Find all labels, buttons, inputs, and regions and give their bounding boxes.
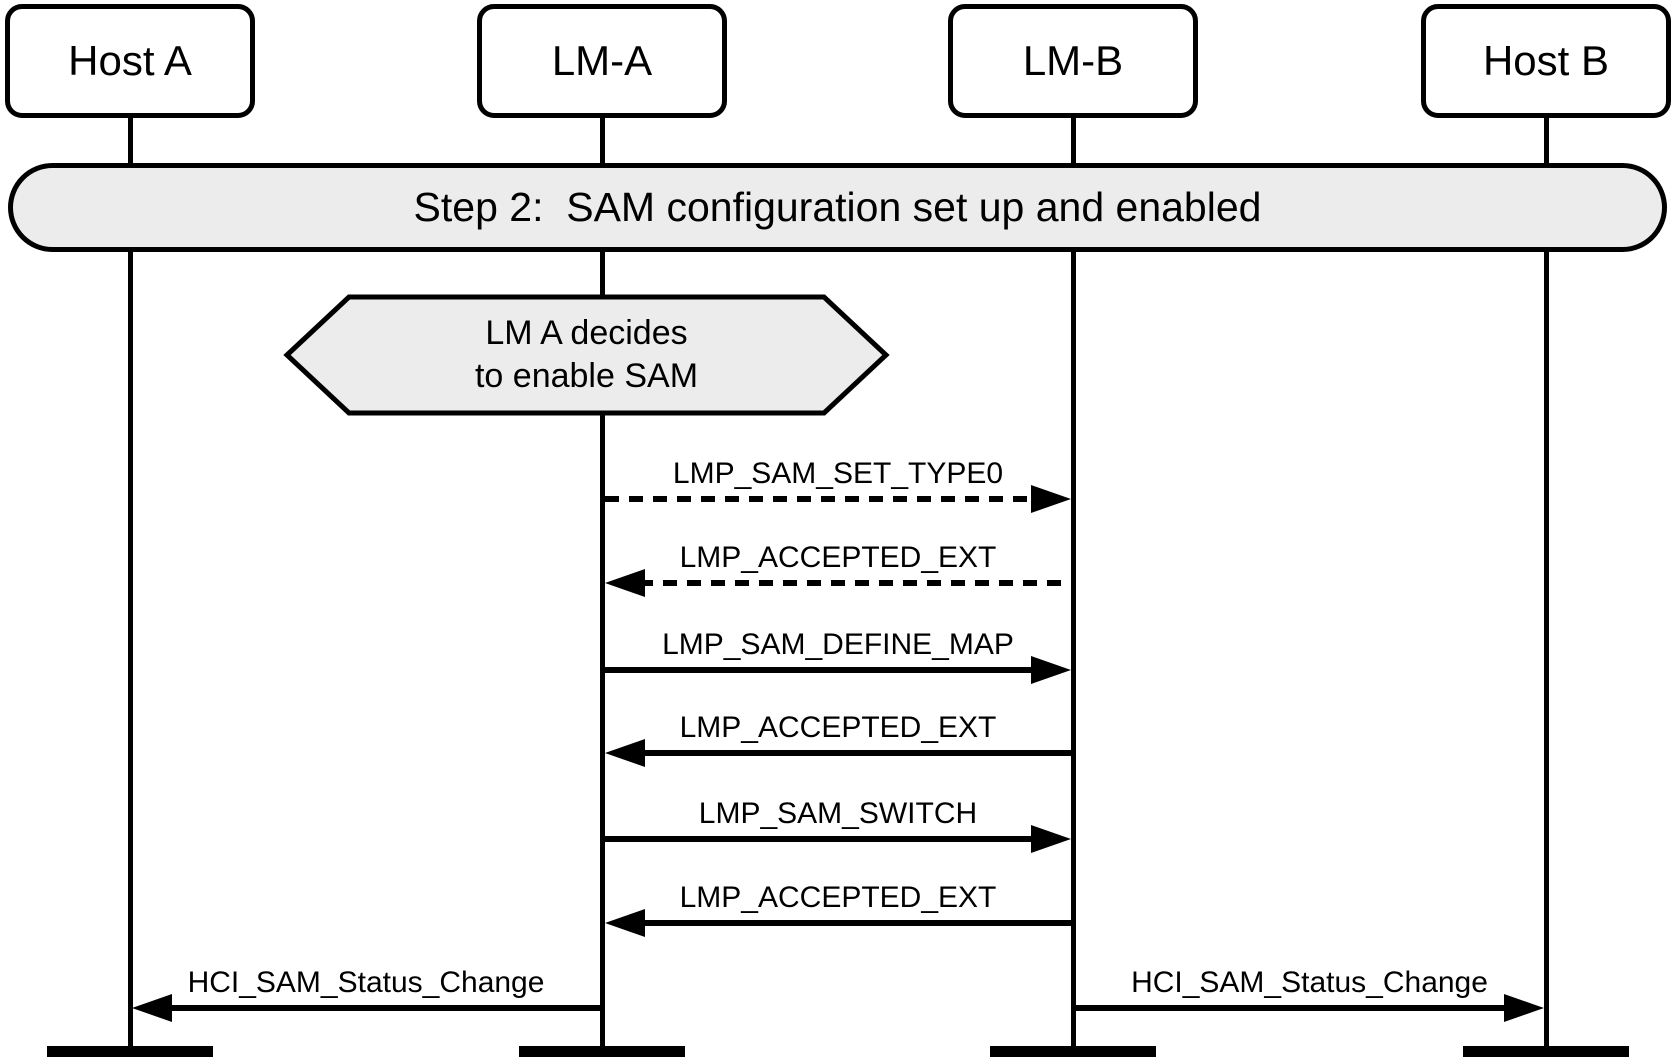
arrowhead-left-icon — [132, 994, 172, 1022]
decision-note-line2: to enable SAM — [474, 357, 699, 395]
lifeline-lm-a — [600, 118, 605, 1051]
actor-box-host-b: Host B — [1421, 4, 1671, 118]
lifeline-end-bar-lm-b — [990, 1046, 1156, 1057]
message-label: LMP_SAM_SET_TYPE0 — [672, 457, 1004, 490]
message-line — [1075, 1005, 1510, 1011]
arrowhead-right-icon — [1504, 994, 1544, 1022]
arrowhead-left-icon — [605, 909, 645, 937]
actor-label-host-a: Host A — [68, 37, 192, 84]
message-label: LMP_SAM_DEFINE_MAP — [662, 628, 1014, 661]
actor-label-lm-b: LM-B — [1022, 37, 1124, 84]
message-label: LMP_ACCEPTED_EXT — [679, 541, 997, 574]
message-line — [639, 750, 1071, 756]
message-line — [166, 1005, 600, 1011]
actor-box-host-a: Host A — [5, 4, 255, 118]
message-line — [639, 920, 1071, 926]
arrowhead-right-icon — [1031, 485, 1071, 513]
lifeline-lm-b — [1071, 118, 1076, 1051]
decision-note-hexagon: LM A decides to enable SAM — [283, 293, 890, 417]
step-banner-label: Step 2: SAM configuration set up and ena… — [413, 184, 1262, 230]
message-label: LMP_SAM_SWITCH — [698, 797, 978, 830]
message-line — [605, 667, 1037, 673]
message-label: HCI_SAM_Status_Change — [1131, 966, 1488, 999]
arrowhead-left-icon — [605, 569, 645, 597]
message-line — [605, 496, 1037, 502]
step-banner: Step 2: SAM configuration set up and ena… — [8, 163, 1667, 252]
actor-box-lm-b: LM-B — [948, 4, 1198, 118]
lifeline-host-b — [1544, 118, 1549, 1051]
message-label: LMP_ACCEPTED_EXT — [679, 711, 997, 744]
message-label: HCI_SAM_Status_Change — [187, 966, 545, 999]
arrowhead-left-icon — [605, 739, 645, 767]
message-line — [605, 836, 1037, 842]
actor-box-lm-a: LM-A — [477, 4, 727, 118]
lifeline-end-bar-host-a — [47, 1046, 213, 1057]
message-line — [639, 580, 1071, 586]
lifeline-host-a — [128, 118, 133, 1051]
actor-label-host-b: Host B — [1482, 37, 1610, 84]
arrowhead-right-icon — [1031, 825, 1071, 853]
message-label: LMP_ACCEPTED_EXT — [679, 881, 997, 914]
actor-label-lm-a: LM-A — [551, 37, 653, 84]
hexagon-shape-icon — [283, 294, 890, 416]
lifeline-end-bar-lm-a — [519, 1046, 685, 1057]
decision-note-text: LM A decides to enable SAM — [283, 293, 890, 417]
decision-note-line1: LM A decides — [485, 314, 688, 352]
lifeline-end-bar-host-b — [1463, 1046, 1629, 1057]
arrowhead-right-icon — [1031, 656, 1071, 684]
